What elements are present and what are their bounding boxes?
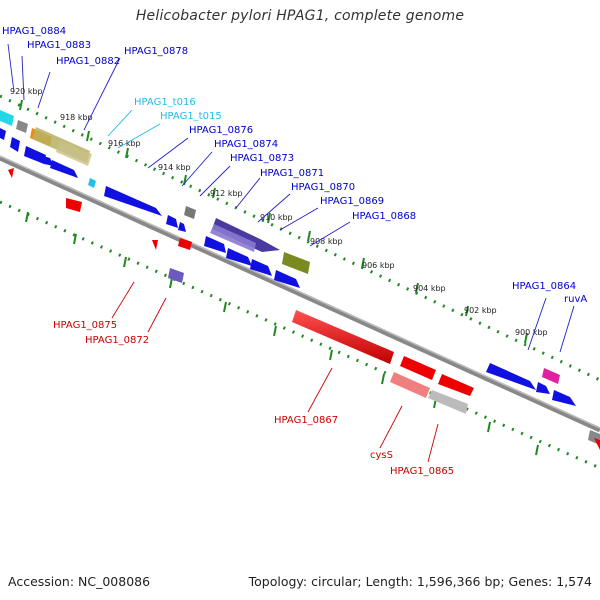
feature-pink-cysS[interactable] <box>390 372 430 398</box>
feature-blue-h[interactable] <box>250 259 272 276</box>
feature-purple-0873[interactable] <box>212 218 280 252</box>
outer-tick-rail <box>0 94 600 382</box>
tick-label-912: 912 kbp <box>210 189 243 198</box>
feature-cyan-0884[interactable] <box>0 110 14 126</box>
label-0878[interactable]: HPAG1_0878 <box>124 46 188 57</box>
accession-text: Accession: NC_008086 <box>8 574 151 589</box>
feature-red-small-2[interactable] <box>66 198 82 212</box>
genome-backbone-highlight <box>0 155 600 429</box>
reverse-leader-lines <box>111 281 439 463</box>
feature-gray-0883[interactable] <box>16 120 28 133</box>
feature-olive-0878b[interactable] <box>56 140 92 166</box>
label-0875[interactable]: HPAG1_0875 <box>53 320 117 331</box>
label-0872[interactable]: HPAG1_0872 <box>85 335 149 346</box>
label-0883[interactable]: HPAG1_0883 <box>27 40 91 51</box>
feature-red-small-4[interactable] <box>178 238 192 250</box>
genome-track: 920 kbp 918 kbp 916 kbp 914 kbp 912 kbp … <box>0 26 600 477</box>
label-t015[interactable]: HPAG1_t015 <box>160 111 222 122</box>
reverse-features <box>8 168 600 450</box>
label-0882[interactable]: HPAG1_0882 <box>56 56 120 67</box>
tick-label-914: 914 kbp <box>158 163 191 172</box>
feature-blue-0864[interactable] <box>486 363 536 390</box>
leader-lines <box>7 43 575 353</box>
label-0871[interactable]: HPAG1_0871 <box>260 168 324 179</box>
feature-blue-j[interactable] <box>536 382 550 394</box>
feature-purple-0875[interactable] <box>168 268 184 283</box>
tick-label-920: 920 kbp <box>10 87 43 96</box>
feature-blue-0869[interactable] <box>226 248 252 266</box>
feature-red-0867b[interactable] <box>400 356 436 380</box>
feature-blue-i[interactable] <box>274 270 300 288</box>
gene-labels: HPAG1_0884 HPAG1_0883 HPAG1_0882 HPAG1_0… <box>2 26 587 477</box>
tick-label-906: 906 kbp <box>362 261 395 270</box>
label-0868[interactable]: HPAG1_0868 <box>352 211 416 222</box>
map-title: Helicobacter pylori HPAG1, complete geno… <box>135 8 465 24</box>
label-0884[interactable]: HPAG1_0884 <box>2 26 66 37</box>
label-0867[interactable]: HPAG1_0867 <box>274 415 338 426</box>
trna-leader-lines <box>107 109 161 149</box>
label-cysS[interactable]: cysS <box>370 450 393 461</box>
genome-backbone <box>0 155 600 433</box>
feature-red-end[interactable] <box>594 438 600 450</box>
feature-olive-0868[interactable] <box>282 252 310 274</box>
label-t016[interactable]: HPAG1_t016 <box>134 97 196 108</box>
feature-red-0867c[interactable] <box>438 374 474 396</box>
feature-red-small-3[interactable] <box>152 240 158 250</box>
label-0870[interactable]: HPAG1_0870 <box>291 182 355 193</box>
feature-blue-c[interactable] <box>24 146 46 164</box>
tick-label-900: 900 kbp <box>515 328 548 337</box>
feature-red-0867[interactable] <box>292 310 394 364</box>
feature-blue-0870[interactable] <box>204 236 226 253</box>
genome-summary-text: Topology: circular; Length: 1,596,366 bp… <box>248 574 592 589</box>
tick-label-918: 918 kbp <box>60 113 93 122</box>
forward-features <box>0 110 576 406</box>
major-ticks <box>19 99 528 344</box>
label-ruvA[interactable]: ruvA <box>564 294 587 305</box>
feature-magenta-ruvA[interactable] <box>542 368 560 384</box>
feature-blue-a[interactable] <box>0 128 6 140</box>
feature-gray-0874[interactable] <box>184 206 196 219</box>
feature-blue-0876[interactable] <box>104 186 162 216</box>
tick-label-904: 904 kbp <box>413 284 446 293</box>
feature-trna-t016[interactable] <box>88 178 96 188</box>
label-0876[interactable]: HPAG1_0876 <box>189 125 253 136</box>
tick-label-908: 908 kbp <box>310 237 343 246</box>
tick-label-916: 916 kbp <box>108 139 141 148</box>
feature-blue-e[interactable] <box>50 160 78 178</box>
feature-blue-d[interactable] <box>40 155 54 166</box>
feature-blue-k[interactable] <box>552 390 576 406</box>
label-0864[interactable]: HPAG1_0864 <box>512 281 576 292</box>
feature-blue-b[interactable] <box>10 137 20 152</box>
label-0874[interactable]: HPAG1_0874 <box>214 139 278 150</box>
feature-blue-f[interactable] <box>166 215 178 228</box>
feature-blue-g[interactable] <box>178 222 186 232</box>
tick-label-910: 910 kbp <box>260 213 293 222</box>
feature-lavender-0871[interactable] <box>210 224 256 252</box>
tick-label-902: 902 kbp <box>464 306 497 315</box>
label-0865[interactable]: HPAG1_0865 <box>390 466 454 477</box>
label-0869[interactable]: HPAG1_0869 <box>320 196 384 207</box>
inner-ticks <box>25 211 539 456</box>
feature-gray-0865[interactable] <box>428 390 468 414</box>
feature-red-small-1[interactable] <box>8 168 14 178</box>
label-0873[interactable]: HPAG1_0873 <box>230 153 294 164</box>
